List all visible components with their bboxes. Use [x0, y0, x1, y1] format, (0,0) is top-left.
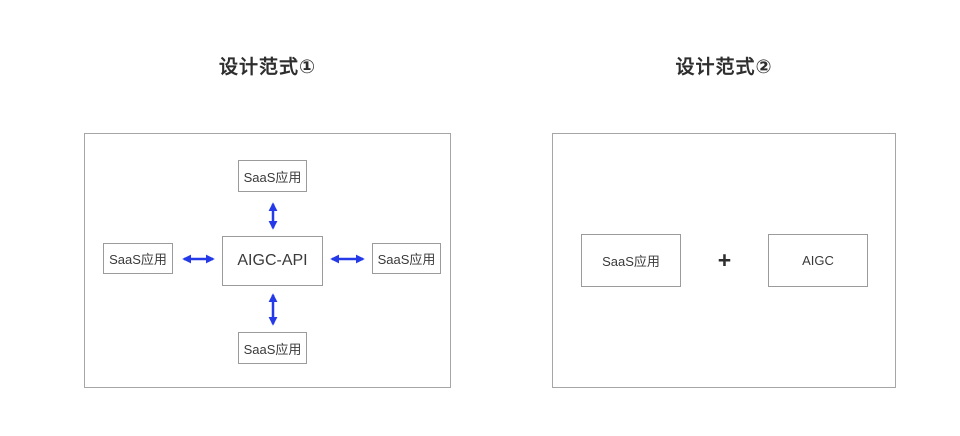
aigc-node: AIGC [768, 234, 868, 287]
saas-app-node-top: SaaS应用 [238, 160, 307, 192]
right-diagram-panel: SaaS应用 + AIGC [552, 133, 896, 388]
arrow-layer [182, 202, 365, 326]
left-diagram-title: 设计范式① [218, 57, 317, 78]
right-diagram-title: 设计范式② [675, 57, 773, 78]
plus-operator: + [717, 247, 732, 273]
saas-app-node-right: SaaS应用 [372, 243, 441, 274]
saas-app-node-bottom: SaaS应用 [238, 332, 307, 364]
aigc-api-hub-node: AIGC-API [222, 236, 323, 286]
saas-app-node-left: SaaS应用 [103, 243, 173, 274]
left-diagram-panel: SaaS应用 SaaS应用 AIGC-API SaaS应用 SaaS应用 [84, 133, 451, 388]
saas-app-node: SaaS应用 [581, 234, 681, 287]
